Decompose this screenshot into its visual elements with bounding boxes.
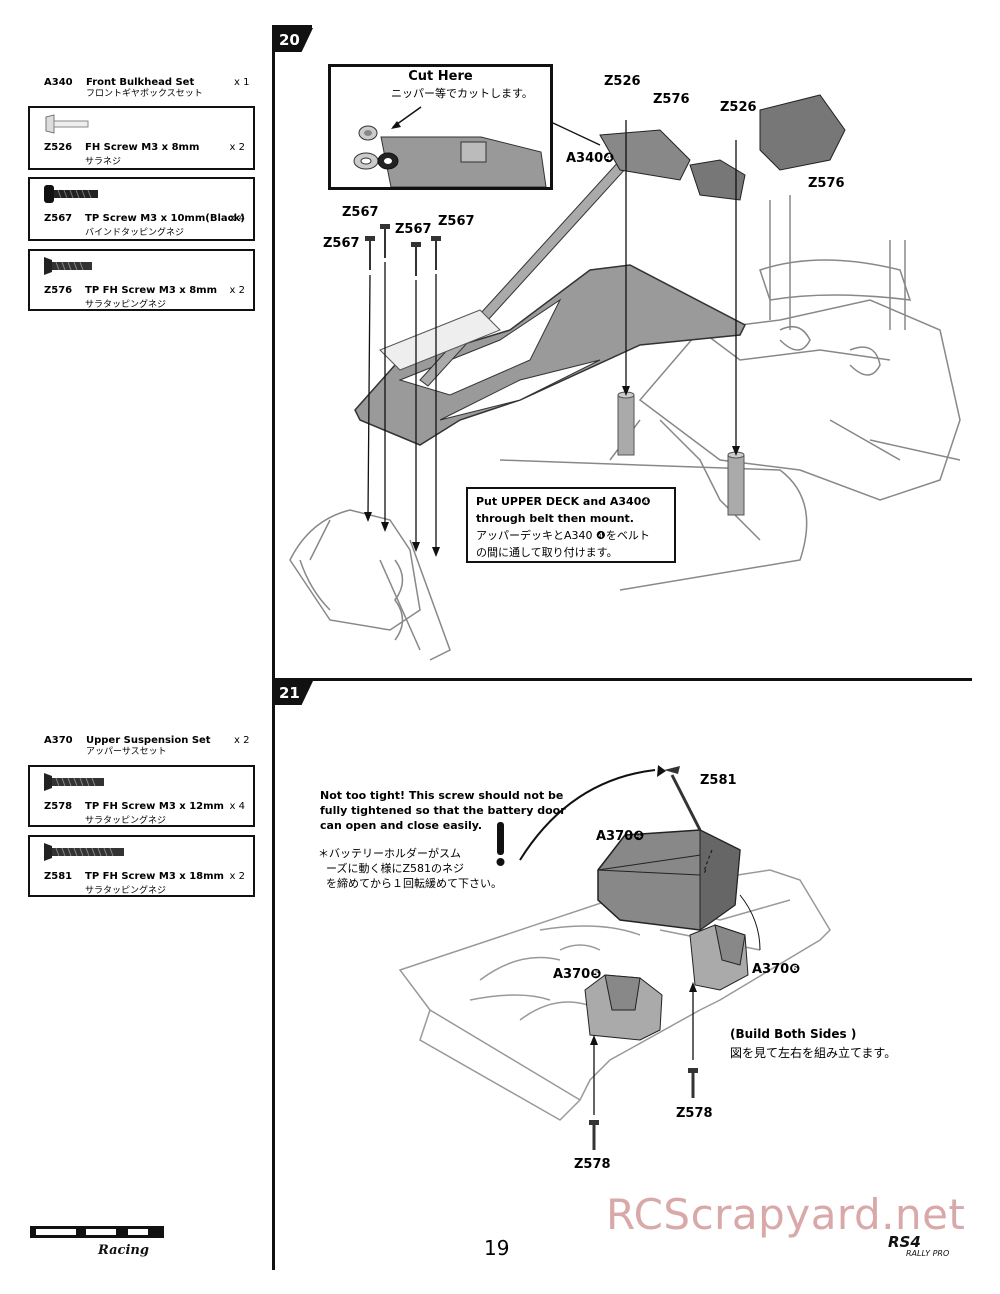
rs4-rally-pro-logo: RS4 RALLY PRO	[886, 1233, 966, 1261]
label-z581: Z581	[700, 773, 737, 788]
part-qty: x 2	[229, 142, 245, 153]
warning-jp3: を締めてから１回転緩めて下さい。	[326, 877, 502, 890]
fh-screw-silver-icon	[45, 114, 89, 134]
label-z567: Z567	[438, 214, 475, 229]
part-name: TP FH Screw M3 x 12mm	[85, 801, 224, 812]
label-z526: Z526	[720, 100, 757, 115]
warning-line1: Not too tight! This screw should not be	[320, 789, 564, 802]
step20-instruction-box: Put UPPER DECK and A340❹ through belt th…	[466, 487, 676, 563]
label-z578: Z578	[574, 1157, 611, 1172]
kit-qty: x 2	[234, 735, 250, 746]
hpi-racing-logo: Racing	[28, 1222, 168, 1262]
instruction-line1: Put UPPER DECK and A340❹	[476, 495, 651, 508]
part-name-jp: バインドタッピングネジ	[85, 228, 185, 238]
warning-jp2: ーズに動く様にZ581のネジ	[326, 862, 464, 875]
part-qty: x 4	[229, 801, 245, 812]
step20-kit-header: A340 Front Bulkhead Set フロントギヤボックスセット x …	[44, 77, 254, 101]
label-a370-4: A370❹	[596, 829, 645, 844]
kit-qty: x 1	[234, 77, 250, 88]
warning-line3: can open and close easily.	[320, 819, 483, 832]
part-code: Z576	[44, 285, 73, 296]
hpi-logo-icon: Racing	[30, 1226, 164, 1258]
step-separator	[272, 678, 972, 681]
page-number: 19	[484, 1236, 510, 1260]
step21-kit-header: A370 Upper Suspension Set アッパーサスセット x 2	[44, 735, 254, 759]
part-name-jp: サラタッピングネジ	[85, 816, 167, 826]
part-name: TP FH Screw M3 x 8mm	[85, 285, 217, 296]
part-qty: x 4	[229, 213, 245, 224]
label-z578: Z578	[676, 1106, 713, 1121]
label-a370-6: A370❻	[752, 962, 801, 977]
both-sides-jp: 図を見て左右を組み立てます。	[730, 1046, 897, 1060]
part-name: TP FH Screw M3 x 18mm	[85, 871, 224, 882]
part-qty: x 2	[229, 285, 245, 296]
svg-text:RS4: RS4	[888, 1233, 921, 1251]
build-both-sides-note: (Build Both Sides ) 図を見て左右を組み立てます。	[730, 1025, 896, 1063]
label-z567: Z567	[342, 205, 379, 220]
step21-warning-jp: ＊バッテリーホルダーがスム ーズに動く様にZ581のネジ を締めてから１回転緩め…	[318, 846, 502, 891]
instruction-jp1: アッパーデッキとA340 ❹をベルト	[476, 529, 650, 542]
label-z576: Z576	[653, 92, 690, 107]
both-sides-en: (Build Both Sides )	[730, 1027, 857, 1041]
cut-here-inset: Cut Here ニッパー等でカットします。	[328, 64, 553, 190]
instruction-line2: through belt then mount.	[476, 512, 634, 525]
label-z567: Z567	[323, 236, 360, 251]
instruction-jp2: の間に通して取り付けます。	[476, 546, 618, 559]
part-box-z581: Z581 TP FH Screw M3 x 18mm サラタッピングネジ x 2	[28, 835, 255, 897]
part-box-z567: Z567 TP Screw M3 x 10mm(Black) バインドタッピング…	[28, 177, 255, 241]
label-z567: Z567	[395, 222, 432, 237]
warning-line2: fully tightened so that the battery door	[320, 804, 566, 817]
cut-part-illustration	[353, 106, 547, 187]
rs4-logo-icon: RS4 RALLY PRO	[888, 1233, 949, 1258]
step20-top-rule	[272, 25, 312, 28]
part-box-z526: Z526 FH Screw M3 x 8mm サラネジ x 2	[28, 106, 255, 170]
kit-name-jp: フロントギヤボックスセット	[86, 89, 203, 99]
tp-fh-screw-icon	[44, 257, 92, 275]
svg-text:Racing: Racing	[97, 1243, 149, 1258]
label-z526: Z526	[604, 74, 641, 89]
part-name: TP Screw M3 x 10mm(Black)	[85, 213, 245, 224]
cut-here-title: Cut Here	[408, 69, 473, 84]
label-z576: Z576	[808, 176, 845, 191]
part-box-z576: Z576 TP FH Screw M3 x 8mm サラタッピングネジ x 2	[28, 249, 255, 311]
tp-fh-screw-12mm-icon	[44, 773, 104, 791]
cut-here-jp: ニッパー等でカットします。	[391, 87, 533, 100]
part-code: Z581	[44, 871, 73, 882]
part-code: Z567	[44, 213, 73, 224]
kit-code: A370	[44, 735, 73, 746]
watermark: RCScrapyard.net	[606, 1190, 966, 1239]
kit-name: Front Bulkhead Set	[86, 77, 195, 88]
warning-exclamation-icon	[497, 822, 504, 855]
warning-jp1: ＊バッテリーホルダーがスム	[318, 847, 461, 860]
kit-name: Upper Suspension Set	[86, 735, 211, 746]
part-name-jp: サラネジ	[85, 157, 122, 167]
tp-fh-screw-18mm-icon	[44, 843, 124, 861]
label-a340: A340❹	[566, 151, 615, 166]
part-name-jp: サラタッピングネジ	[85, 300, 167, 310]
tp-screw-black-icon	[44, 185, 98, 203]
part-code: Z578	[44, 801, 73, 812]
part-box-z578: Z578 TP FH Screw M3 x 12mm サラタッピングネジ x 4	[28, 765, 255, 827]
part-name-jp: サラタッピングネジ	[85, 886, 167, 896]
part-qty: x 2	[229, 871, 245, 882]
kit-code: A340	[44, 77, 73, 88]
step21-warning: Not too tight! This screw should not be …	[320, 788, 566, 833]
part-name: FH Screw M3 x 8mm	[85, 142, 200, 153]
kit-name-jp: アッパーサスセット	[86, 747, 167, 757]
label-a370-5: A370❺	[553, 967, 602, 982]
part-code: Z526	[44, 142, 73, 153]
svg-text:RALLY PRO: RALLY PRO	[906, 1249, 949, 1257]
page-divider-vertical	[272, 25, 275, 1270]
